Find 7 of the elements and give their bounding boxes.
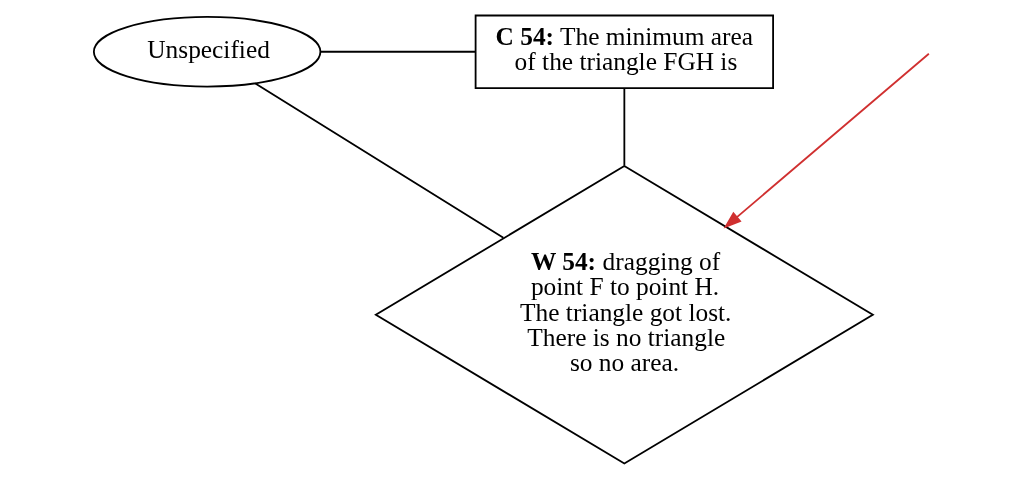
connector	[623, 87, 626, 167]
arrow	[723, 52, 930, 229]
node-box: C 54: The minimum area of the triangle FGH is	[474, 14, 774, 89]
node-diamond: W 54: dragging of point F to point H. The triangle got lost. There is no triangle so no area.	[374, 164, 875, 465]
connector	[319, 50, 477, 53]
node-ellipse: Unspecified	[92, 16, 322, 88]
connector	[254, 82, 505, 239]
